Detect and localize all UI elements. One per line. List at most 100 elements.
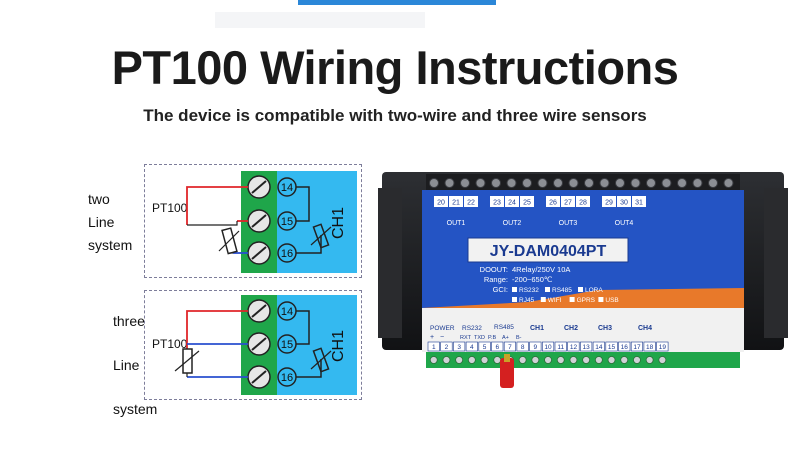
bottom-terminal-box [630, 341, 643, 352]
bottom-terminal-number: 1 [432, 344, 436, 351]
bottom-terminal-number: 18 [646, 344, 654, 351]
bottom-terminal-number: 4 [470, 344, 474, 351]
screw-icon [247, 332, 271, 356]
screw-icon [531, 356, 540, 364]
screw-icon [247, 299, 271, 323]
bottom-terminal-box [478, 341, 491, 352]
screw-icon [442, 356, 451, 364]
gci-option: WIFI [548, 297, 562, 304]
two-wire-sensor-label: PT100 [152, 201, 188, 215]
gci-option: USB [605, 297, 618, 304]
screw-icon [692, 178, 703, 188]
top-terminal-box [505, 196, 519, 207]
bottom-terminal-number: 2 [445, 344, 449, 351]
top-terminal-number: 27 [564, 200, 572, 207]
screw-icon [607, 356, 616, 364]
gci-checkbox [569, 297, 575, 302]
gci-option: LORA [585, 287, 603, 294]
spec-gci-label: GCI: [493, 285, 508, 294]
three-wire-panel: PT100 14 15 16 CH1 [144, 290, 362, 400]
screw-icon [480, 356, 489, 364]
screw-icon [569, 356, 578, 364]
screw-icon [646, 178, 656, 188]
terminal-15-label: 15 [281, 216, 293, 228]
screw-icon [615, 178, 625, 188]
a-plus-label: A+ [502, 335, 509, 341]
page-title: PT100 Wiring Instructions [111, 41, 679, 94]
pb-label: P.B [488, 335, 496, 341]
three-wire-sensor-label: PT100 [152, 337, 188, 351]
screw-icon [594, 356, 603, 364]
pt100-resistor-icon [174, 348, 200, 374]
bottom-terminal-number: 5 [483, 344, 487, 351]
bottom-terminal-box [516, 341, 529, 352]
internal-resistor-icon [310, 223, 332, 249]
channel-label: CH1 [330, 207, 347, 239]
screw-icon [553, 178, 563, 188]
bottom-terminal-number: 10 [544, 344, 552, 351]
minus-label: − [440, 334, 444, 341]
screw-icon [429, 356, 438, 364]
gci-option: RS485 [552, 287, 572, 294]
bottom-terminal-number: 3 [457, 344, 461, 351]
two-wire-label-line3: system [88, 237, 133, 253]
spec-do-value: 4Relay/250V 10A [512, 265, 570, 274]
b-minus-label: B- [516, 335, 522, 341]
screw-icon [708, 178, 718, 188]
gci-checkbox [545, 287, 550, 292]
screw-icon [633, 356, 641, 364]
screw-icon [460, 178, 470, 188]
screw-icon [723, 178, 734, 188]
screw-icon [556, 356, 565, 364]
two-wire-panel: PT100 14 15 16 CH1 [144, 164, 362, 278]
screw-icon [537, 178, 548, 188]
top-terminal-number: 20 [437, 200, 445, 207]
bottom-terminal-number: 17 [633, 344, 641, 351]
top-terminal-box [561, 196, 575, 207]
gci-checkbox [578, 287, 583, 292]
bottom-terminal-box [554, 341, 567, 352]
red-wire [186, 186, 248, 225]
top-terminal-number: 29 [605, 200, 613, 207]
screw-icon [247, 209, 271, 233]
orange-stripe [422, 288, 744, 308]
bottom-terminal-number: 8 [521, 344, 525, 351]
bottom-terminal-box [542, 341, 555, 352]
bottom-terminal-number: 14 [595, 344, 603, 351]
bottom-terminal-box [427, 341, 440, 352]
screw-icon [444, 178, 455, 188]
bottom-terminal-box [529, 341, 542, 352]
channel-label: CH2 [564, 325, 578, 332]
screw-icon [584, 178, 594, 188]
top-terminal-number: 26 [549, 200, 557, 207]
terminal-16-label: 16 [281, 372, 293, 384]
gci-option: GPRS [577, 297, 596, 304]
bottom-terminal-box [592, 341, 605, 352]
screw-icon [599, 178, 610, 188]
bottom-terminal-box [465, 341, 478, 352]
internal-resistor-icon [310, 347, 332, 373]
bottom-terminal-box [440, 341, 453, 352]
terminal-16-label: 16 [281, 248, 293, 260]
channel-label: CH3 [598, 325, 612, 332]
output-label: OUT3 [559, 220, 578, 227]
screw-icon [544, 356, 552, 364]
output-label: OUT2 [503, 220, 522, 227]
screw-icon [506, 178, 517, 188]
screw-icon [522, 178, 532, 188]
three-wire-label-line3: system [113, 401, 158, 417]
rs485-label: RS485 [494, 324, 514, 331]
gci-checkbox [512, 297, 517, 302]
gci-checkbox [598, 297, 604, 302]
top-terminal-number: 25 [523, 200, 531, 207]
two-wire-label-line2: Line [88, 214, 115, 230]
screw-icon [582, 356, 591, 364]
top-terminal-box [617, 196, 631, 207]
bottom-terminal-box [656, 341, 669, 352]
top-shade [215, 12, 425, 28]
rxt-label: RXT [460, 335, 472, 341]
top-terminal-number: 30 [620, 200, 628, 207]
bottom-terminal-box [605, 341, 618, 352]
channel-label: CH4 [638, 325, 652, 332]
